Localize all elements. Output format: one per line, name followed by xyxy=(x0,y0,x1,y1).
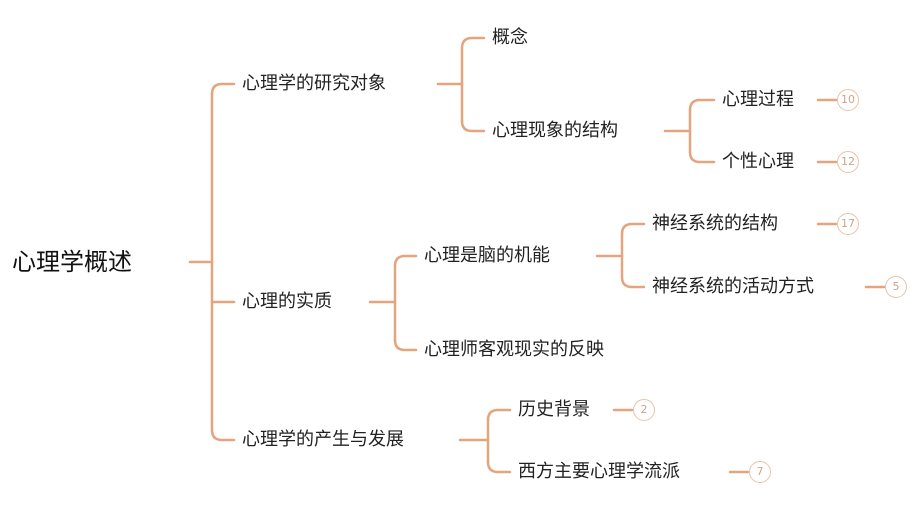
node-reflection-of-reality[interactable]: 心理师客观现实的反映 xyxy=(424,339,604,360)
origin-connector-elbow-0 xyxy=(486,408,512,422)
structure-connector-elbow-0 xyxy=(688,98,716,112)
collapsed-count-badge[interactable]: 17 xyxy=(837,213,859,235)
collapsed-count-badge[interactable]: 12 xyxy=(837,151,859,173)
node-historical-background[interactable]: 历史背景 xyxy=(518,399,590,420)
node-brain-function[interactable]: 心理是脑的机能 xyxy=(424,245,550,266)
node-mental-process[interactable]: 心理过程 xyxy=(722,89,794,110)
node-nervous-structure[interactable]: 神经系统的结构 xyxy=(652,213,778,234)
brain-function-connector-elbow-0 xyxy=(620,222,646,236)
node-nervous-activity[interactable]: 神经系统的活动方式 xyxy=(652,276,814,297)
branch-node-essence[interactable]: 心理的实质 xyxy=(242,291,332,312)
node-western-schools[interactable]: 西方主要心理学流派 xyxy=(518,461,680,482)
root-node[interactable]: 心理学概述 xyxy=(12,248,132,276)
essence-connector-elbow-0 xyxy=(393,254,418,268)
collapsed-count-badge[interactable]: 5 xyxy=(885,276,907,298)
collapsed-count-badge[interactable]: 10 xyxy=(837,89,859,111)
origin-connector-elbow-1 xyxy=(486,460,512,474)
structure-connector-elbow-1 xyxy=(688,150,716,164)
research-object-connector-elbow-1 xyxy=(460,119,486,133)
essence-connector-elbow-1 xyxy=(393,338,418,352)
node-personality[interactable]: 个性心理 xyxy=(722,151,794,172)
root-connector-elbow-0 xyxy=(210,82,236,96)
node-structure-of-phenomena[interactable]: 心理现象的结构 xyxy=(492,120,618,141)
collapsed-count-badge[interactable]: 2 xyxy=(633,399,655,421)
brain-function-connector-elbow-1 xyxy=(620,275,646,289)
collapsed-count-badge[interactable]: 7 xyxy=(749,461,771,483)
node-concept[interactable]: 概念 xyxy=(492,27,528,48)
branch-node-origin-development[interactable]: 心理学的产生与发展 xyxy=(242,429,404,450)
root-connector-elbow-2 xyxy=(210,428,236,442)
research-object-connector-elbow-0 xyxy=(460,36,486,50)
branch-node-research-object[interactable]: 心理学的研究对象 xyxy=(242,73,386,94)
